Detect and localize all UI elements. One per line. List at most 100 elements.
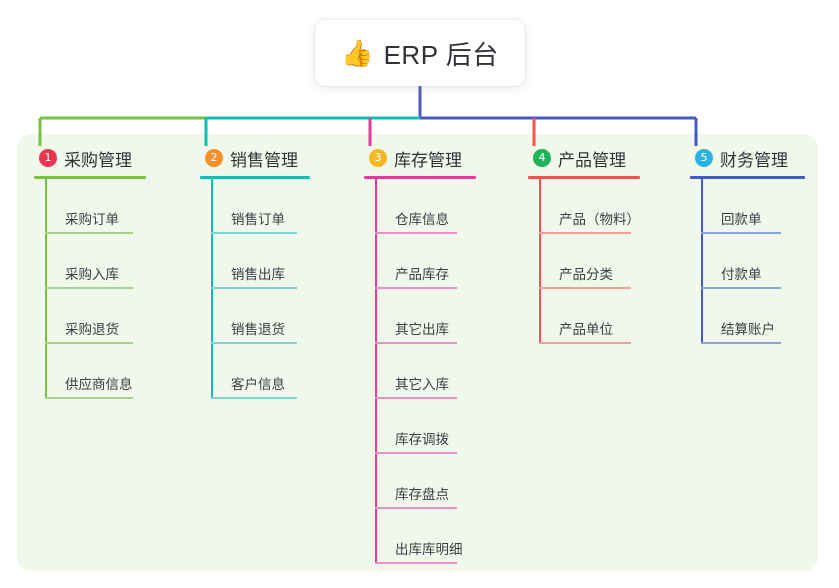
leaf-list-5: 回款单付款单结算账户 [701, 179, 805, 344]
column-header-2[interactable]: 2 销售管理 [200, 146, 310, 170]
leaf-label: 库存调拨 [395, 432, 449, 447]
column-rule-3 [364, 176, 476, 179]
leaf-item[interactable]: 采购订单 [45, 179, 146, 234]
column-badge-4: 4 [533, 149, 551, 167]
leaf-rule [211, 287, 297, 289]
leaf-item[interactable]: 库存调拨 [375, 399, 476, 454]
column-badge-1: 1 [39, 149, 57, 167]
leaf-rule [539, 232, 631, 234]
leaf-label: 销售出库 [231, 267, 285, 282]
column-rule-4 [528, 176, 640, 179]
leaf-item[interactable]: 库存盘点 [375, 454, 476, 509]
leaf-rule [375, 232, 457, 234]
leaf-item[interactable]: 产品（物料） [539, 179, 640, 234]
thumbs-up-icon: 👍 [341, 38, 374, 68]
leaf-label: 客户信息 [231, 377, 285, 392]
column-header-5[interactable]: 5 财务管理 [690, 146, 805, 170]
leaf-label: 供应商信息 [65, 377, 133, 392]
leaf-item[interactable]: 供应商信息 [45, 344, 146, 399]
leaf-label: 采购退货 [65, 322, 119, 337]
leaf-item[interactable]: 回款单 [701, 179, 805, 234]
leaf-item[interactable]: 销售订单 [211, 179, 310, 234]
leaf-rule [45, 232, 133, 234]
leaf-label: 产品分类 [559, 267, 613, 282]
column-badge-3: 3 [369, 149, 387, 167]
root-node[interactable]: 👍 ERP 后台 [315, 20, 525, 86]
leaf-rule [375, 507, 457, 509]
column-title-3: 库存管理 [394, 150, 462, 170]
leaf-rule [539, 287, 631, 289]
leaf-list-3: 仓库信息产品库存其它出库其它入库库存调拨库存盘点出库库明细 [375, 179, 476, 564]
column-5: 5 财务管理回款单付款单结算账户 [690, 146, 805, 344]
leaf-item[interactable]: 销售退货 [211, 289, 310, 344]
content-panel [17, 134, 818, 571]
leaf-label: 产品（物料） [559, 212, 640, 227]
leaf-list-1: 采购订单采购入库采购退货供应商信息 [45, 179, 146, 399]
column-header-3[interactable]: 3 库存管理 [364, 146, 476, 170]
leaf-rule [701, 232, 781, 234]
leaf-label: 出库库明细 [395, 542, 463, 557]
leaf-label: 采购入库 [65, 267, 119, 282]
column-rule-5 [690, 176, 805, 179]
leaf-label: 产品单位 [559, 322, 613, 337]
leaf-item[interactable]: 其它入库 [375, 344, 476, 399]
leaf-label: 采购订单 [65, 212, 119, 227]
leaf-item[interactable]: 出库库明细 [375, 509, 476, 564]
leaf-label: 结算账户 [721, 322, 775, 337]
leaf-item[interactable]: 采购入库 [45, 234, 146, 289]
column-1: 1 采购管理采购订单采购入库采购退货供应商信息 [34, 146, 146, 399]
leaf-rule [375, 562, 457, 564]
leaf-spine-1 [45, 179, 47, 399]
leaf-rule [539, 342, 631, 344]
leaf-rule [701, 287, 781, 289]
leaf-rule [211, 232, 297, 234]
leaf-rule [45, 342, 133, 344]
leaf-rule [375, 397, 457, 399]
leaf-spine-3 [375, 179, 377, 564]
column-title-5: 财务管理 [720, 150, 788, 170]
leaf-rule [45, 287, 133, 289]
leaf-item[interactable]: 其它出库 [375, 289, 476, 344]
leaf-rule [375, 342, 457, 344]
leaf-list-2: 销售订单销售出库销售退货客户信息 [211, 179, 310, 399]
column-badge-2: 2 [205, 149, 223, 167]
leaf-rule [45, 397, 133, 399]
leaf-rule [701, 342, 781, 344]
leaf-item[interactable]: 采购退货 [45, 289, 146, 344]
column-rule-1 [34, 176, 146, 179]
leaf-label: 仓库信息 [395, 212, 449, 227]
leaf-item[interactable]: 客户信息 [211, 344, 310, 399]
leaf-rule [211, 397, 297, 399]
leaf-item[interactable]: 产品分类 [539, 234, 640, 289]
leaf-label: 库存盘点 [395, 487, 449, 502]
leaf-list-4: 产品（物料） 产品分类产品单位 [539, 179, 640, 344]
column-header-1[interactable]: 1 采购管理 [34, 146, 146, 170]
column-title-2: 销售管理 [230, 150, 298, 170]
column-title-1: 采购管理 [64, 150, 132, 170]
column-rule-2 [200, 176, 310, 179]
column-3: 3 库存管理仓库信息产品库存其它出库其它入库库存调拨库存盘点出库库明细 [364, 146, 476, 564]
leaf-item[interactable]: 结算账户 [701, 289, 805, 344]
leaf-item[interactable]: 产品库存 [375, 234, 476, 289]
leaf-label: 付款单 [721, 267, 762, 282]
column-header-4[interactable]: 4 产品管理 [528, 146, 640, 170]
leaf-spine-5 [701, 179, 703, 344]
leaf-label: 回款单 [721, 212, 762, 227]
leaf-spine-4 [539, 179, 541, 344]
column-title-4: 产品管理 [558, 150, 626, 170]
leaf-spine-2 [211, 179, 213, 399]
root-title: ERP 后台 [383, 39, 499, 70]
leaf-label: 产品库存 [395, 267, 449, 282]
leaf-label: 其它入库 [395, 377, 449, 392]
leaf-label: 销售退货 [231, 322, 285, 337]
leaf-item[interactable]: 销售出库 [211, 234, 310, 289]
column-badge-5: 5 [695, 149, 713, 167]
leaf-rule [211, 342, 297, 344]
column-4: 4 产品管理产品（物料） 产品分类产品单位 [528, 146, 640, 344]
leaf-label: 销售订单 [231, 212, 285, 227]
leaf-item[interactable]: 产品单位 [539, 289, 640, 344]
leaf-item[interactable]: 付款单 [701, 234, 805, 289]
leaf-item[interactable]: 仓库信息 [375, 179, 476, 234]
leaf-label: 其它出库 [395, 322, 449, 337]
